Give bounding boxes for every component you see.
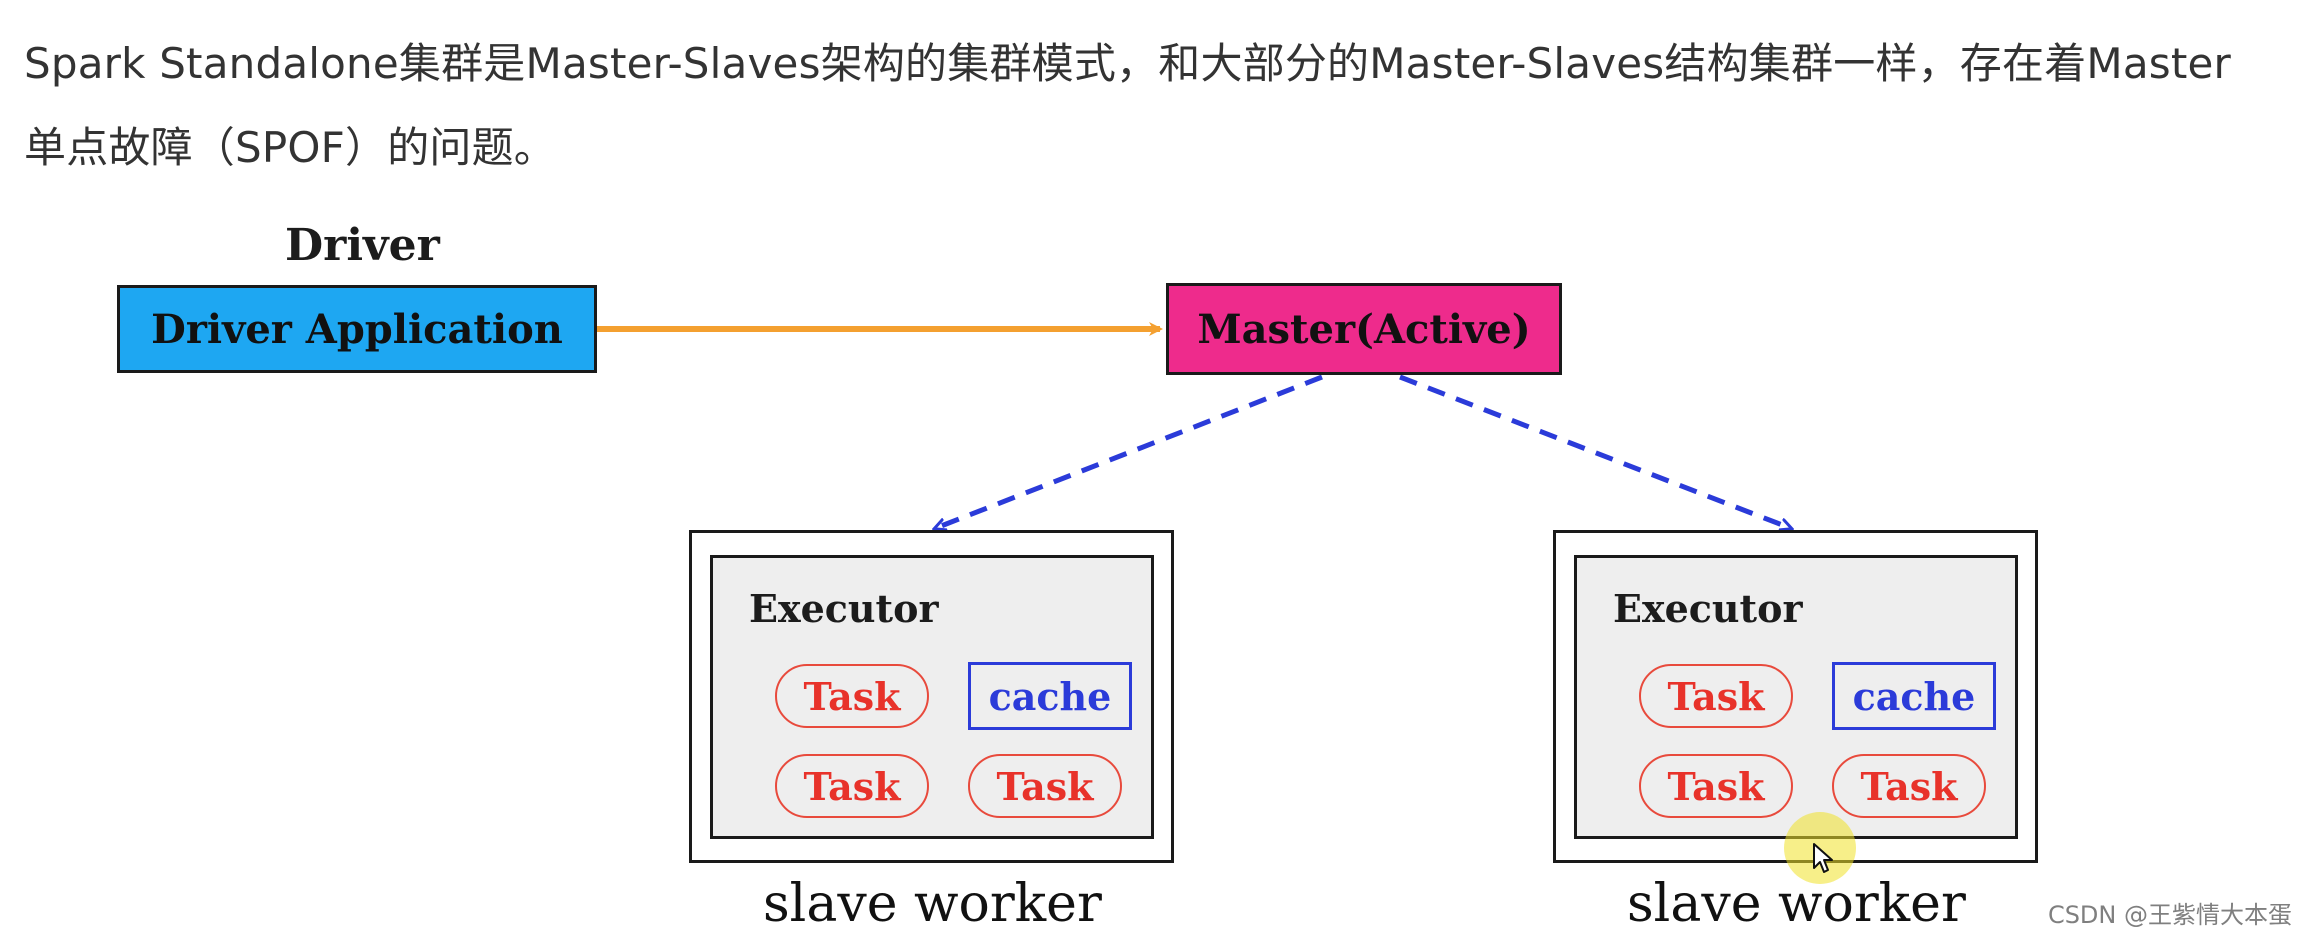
- master-to-worker-2-arrow: [1399, 374, 1790, 528]
- task-box: Task: [775, 664, 929, 728]
- slave-worker-1: Executor Task cache Task Task: [689, 530, 1174, 863]
- intro-line-1: Spark Standalone集群是Master-Slaves架构的集群模式，…: [24, 39, 2232, 88]
- worker-caption-1: slave worker: [763, 874, 1102, 934]
- master-to-worker-1-arrow: [936, 374, 1323, 528]
- intro-paragraph: Spark Standalone集群是Master-Slaves架构的集群模式，…: [24, 22, 2284, 190]
- slave-worker-2: Executor Task cache Task Task: [1553, 530, 2038, 863]
- cache-box: cache: [1832, 662, 1996, 730]
- task-box: Task: [1639, 664, 1793, 728]
- executor-label: Executor: [749, 586, 939, 631]
- mouse-pointer-icon: [1813, 843, 1833, 873]
- intro-line-2: 单点故障（SPOF）的问题。: [24, 123, 557, 172]
- executor-2: Executor Task cache Task Task: [1574, 555, 2018, 839]
- task-box: Task: [1832, 754, 1986, 818]
- driver-application-box: Driver Application: [117, 285, 597, 373]
- task-box: Task: [1639, 754, 1793, 818]
- task-box: Task: [775, 754, 929, 818]
- executor-label: Executor: [1613, 586, 1803, 631]
- cache-box: cache: [968, 662, 1132, 730]
- task-box: Task: [968, 754, 1122, 818]
- master-active-box: Master(Active): [1166, 283, 1562, 375]
- csdn-watermark: CSDN @王紫情大本蛋: [2047, 901, 2292, 929]
- driver-heading: Driver: [285, 220, 440, 271]
- worker-caption-2: slave worker: [1627, 874, 1966, 934]
- executor-1: Executor Task cache Task Task: [710, 555, 1154, 839]
